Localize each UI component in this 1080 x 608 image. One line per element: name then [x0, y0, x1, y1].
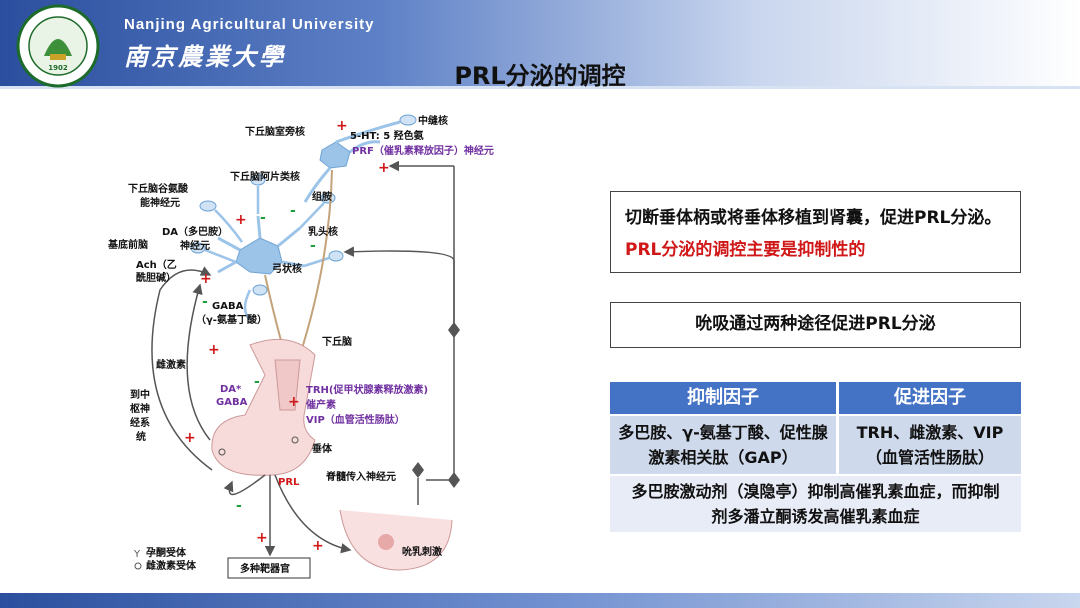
cell-drug-note: 多巴胺激动剂（溴隐亭）抑制高催乳素血症，而抑制剂多潘立酮诱发高催乳素血症	[610, 476, 1021, 532]
diamond-marker	[448, 322, 460, 338]
gaba-neuron-axon	[243, 289, 252, 321]
university-english-name: Nanjing Agricultural University	[124, 16, 375, 33]
arcuate-neuron	[190, 174, 344, 296]
label-raphe: 中缝核	[418, 114, 448, 127]
sign-minus: -	[310, 238, 316, 254]
spinal-afferent-line	[426, 166, 455, 481]
label-ach-1: Ach（乙	[136, 258, 177, 271]
sign-plus: +	[312, 538, 324, 554]
label-histamine: 组胺	[312, 190, 332, 203]
prf-neuron	[303, 114, 417, 203]
sign-plus: +	[288, 394, 300, 410]
label-glutamate-2: 能神经元	[140, 196, 180, 209]
header-banner	[0, 0, 1080, 86]
estrogen-feedback	[186, 283, 211, 441]
label-arcuate: 弓状核	[272, 262, 302, 275]
label-gaba-1: GABA	[212, 301, 244, 312]
label-dopamine-1: DA（多巴胺）	[162, 225, 228, 238]
legend-progesterone: 孕酮受体	[146, 546, 187, 559]
label-opioid: 下丘脑阿片类核	[230, 170, 300, 183]
header-stimulatory: 促进因子	[839, 382, 1021, 414]
label-gaba-2: （γ-氨基丁酸）	[196, 313, 267, 326]
sign-plus: +	[336, 118, 348, 134]
target-organs-box	[227, 557, 311, 579]
label-prf: PRF（催乳素释放因子）神经元	[352, 144, 494, 157]
sign-plus: +	[235, 212, 247, 228]
breast-illustration	[339, 509, 453, 571]
pituitary-gland	[211, 338, 316, 476]
header-inhibitory: 抑制因子	[610, 382, 836, 414]
label-suckling: 吮乳刺激	[402, 545, 442, 558]
sign-plus: +	[378, 160, 390, 176]
label-cns-1: 到中	[130, 388, 150, 401]
cns-feedback	[151, 266, 213, 471]
sign-minus: -	[236, 498, 242, 514]
university-chinese-name: 南京農業大學	[124, 42, 286, 71]
progesterone-receptor-icon: Y	[133, 549, 141, 560]
university-logo: 1902	[16, 4, 100, 88]
label-gaba-short: GABA	[216, 397, 248, 408]
suckling-box: 吮吸通过两种途径促进PRL分泌	[610, 302, 1021, 348]
sign-minus: -	[254, 374, 260, 390]
footer-banner	[0, 593, 1080, 608]
page-title: PRL分泌的调控	[454, 62, 626, 90]
header-divider	[0, 86, 1080, 89]
label-ach-2: 酰胆碱）	[136, 271, 176, 284]
sign-minus: -	[202, 294, 208, 310]
sign-minus: -	[260, 210, 266, 226]
label-spinal: 脊髓传入神经元	[325, 470, 396, 483]
label-da-star: DA*	[220, 384, 242, 395]
key-point-text: 切断垂体柄或将垂体移植到肾囊，促进PRL分泌。	[625, 208, 1002, 228]
sign-plus: +	[200, 271, 212, 287]
label-glutamate-1: 下丘脑谷氨酸	[128, 182, 189, 195]
label-basal-forebrain: 基底前脑	[107, 238, 148, 251]
label-serotonin: 5-HT: 5 羟色氨	[350, 129, 424, 142]
label-paraventricular: 下丘脑室旁核	[245, 125, 305, 138]
prl-regulation-diagram: 下丘脑室旁核 中缝核 5-HT: 5 羟色氨 PRF（催乳素释放因子）神经元 下…	[107, 114, 494, 579]
label-cns-4: 统	[136, 430, 146, 443]
label-cns-2: 枢神	[130, 402, 150, 415]
cell-inhibitory: 多巴胺、γ-氨基丁酸、促性腺激素相关肽（GAP）	[610, 416, 836, 474]
label-vip: VIP（血管活性肠肽）	[306, 413, 405, 426]
sign-plus: +	[184, 430, 196, 446]
key-point-highlight: PRL分泌的调控主要是抑制性的	[625, 240, 866, 260]
label-tuberal: 乳头核	[308, 225, 338, 238]
suckling-text: 吮吸通过两种途径促进PRL分泌	[695, 314, 936, 334]
logo-year: 1902	[48, 64, 68, 72]
sign-plus: +	[256, 530, 268, 546]
axon-prf	[299, 169, 333, 356]
label-estrogen: 雌激素	[156, 358, 186, 371]
sign-plus: +	[208, 342, 220, 358]
key-point-box: 切断垂体柄或将垂体移植到肾囊，促进PRL分泌。 PRL分泌的调控主要是抑制性的	[610, 191, 1021, 273]
label-pituitary: 垂体	[312, 442, 333, 455]
sign-minus: -	[290, 203, 296, 219]
legend-estrogen: 雌激素受体	[146, 559, 197, 572]
cell-stimulatory: TRH、雌激素、VIP（血管活性肠肽）	[839, 416, 1021, 474]
label-oxytocin: 催产素	[306, 398, 336, 411]
estrogen-receptor-icon	[134, 562, 142, 570]
label-trh: TRH(促甲状腺素释放激素)	[306, 383, 428, 396]
label-dopamine-2: 神经元	[180, 239, 210, 252]
label-target-organs: 多种靶器官	[240, 562, 290, 575]
label-cns-3: 经系	[130, 416, 150, 429]
label-prl: PRL	[278, 477, 300, 488]
label-hypothalamus: 下丘脑	[322, 335, 352, 348]
factors-table: 抑制因子 促进因子 多巴胺、γ-氨基丁酸、促性腺激素相关肽（GAP） TRH、雌…	[610, 382, 1021, 532]
